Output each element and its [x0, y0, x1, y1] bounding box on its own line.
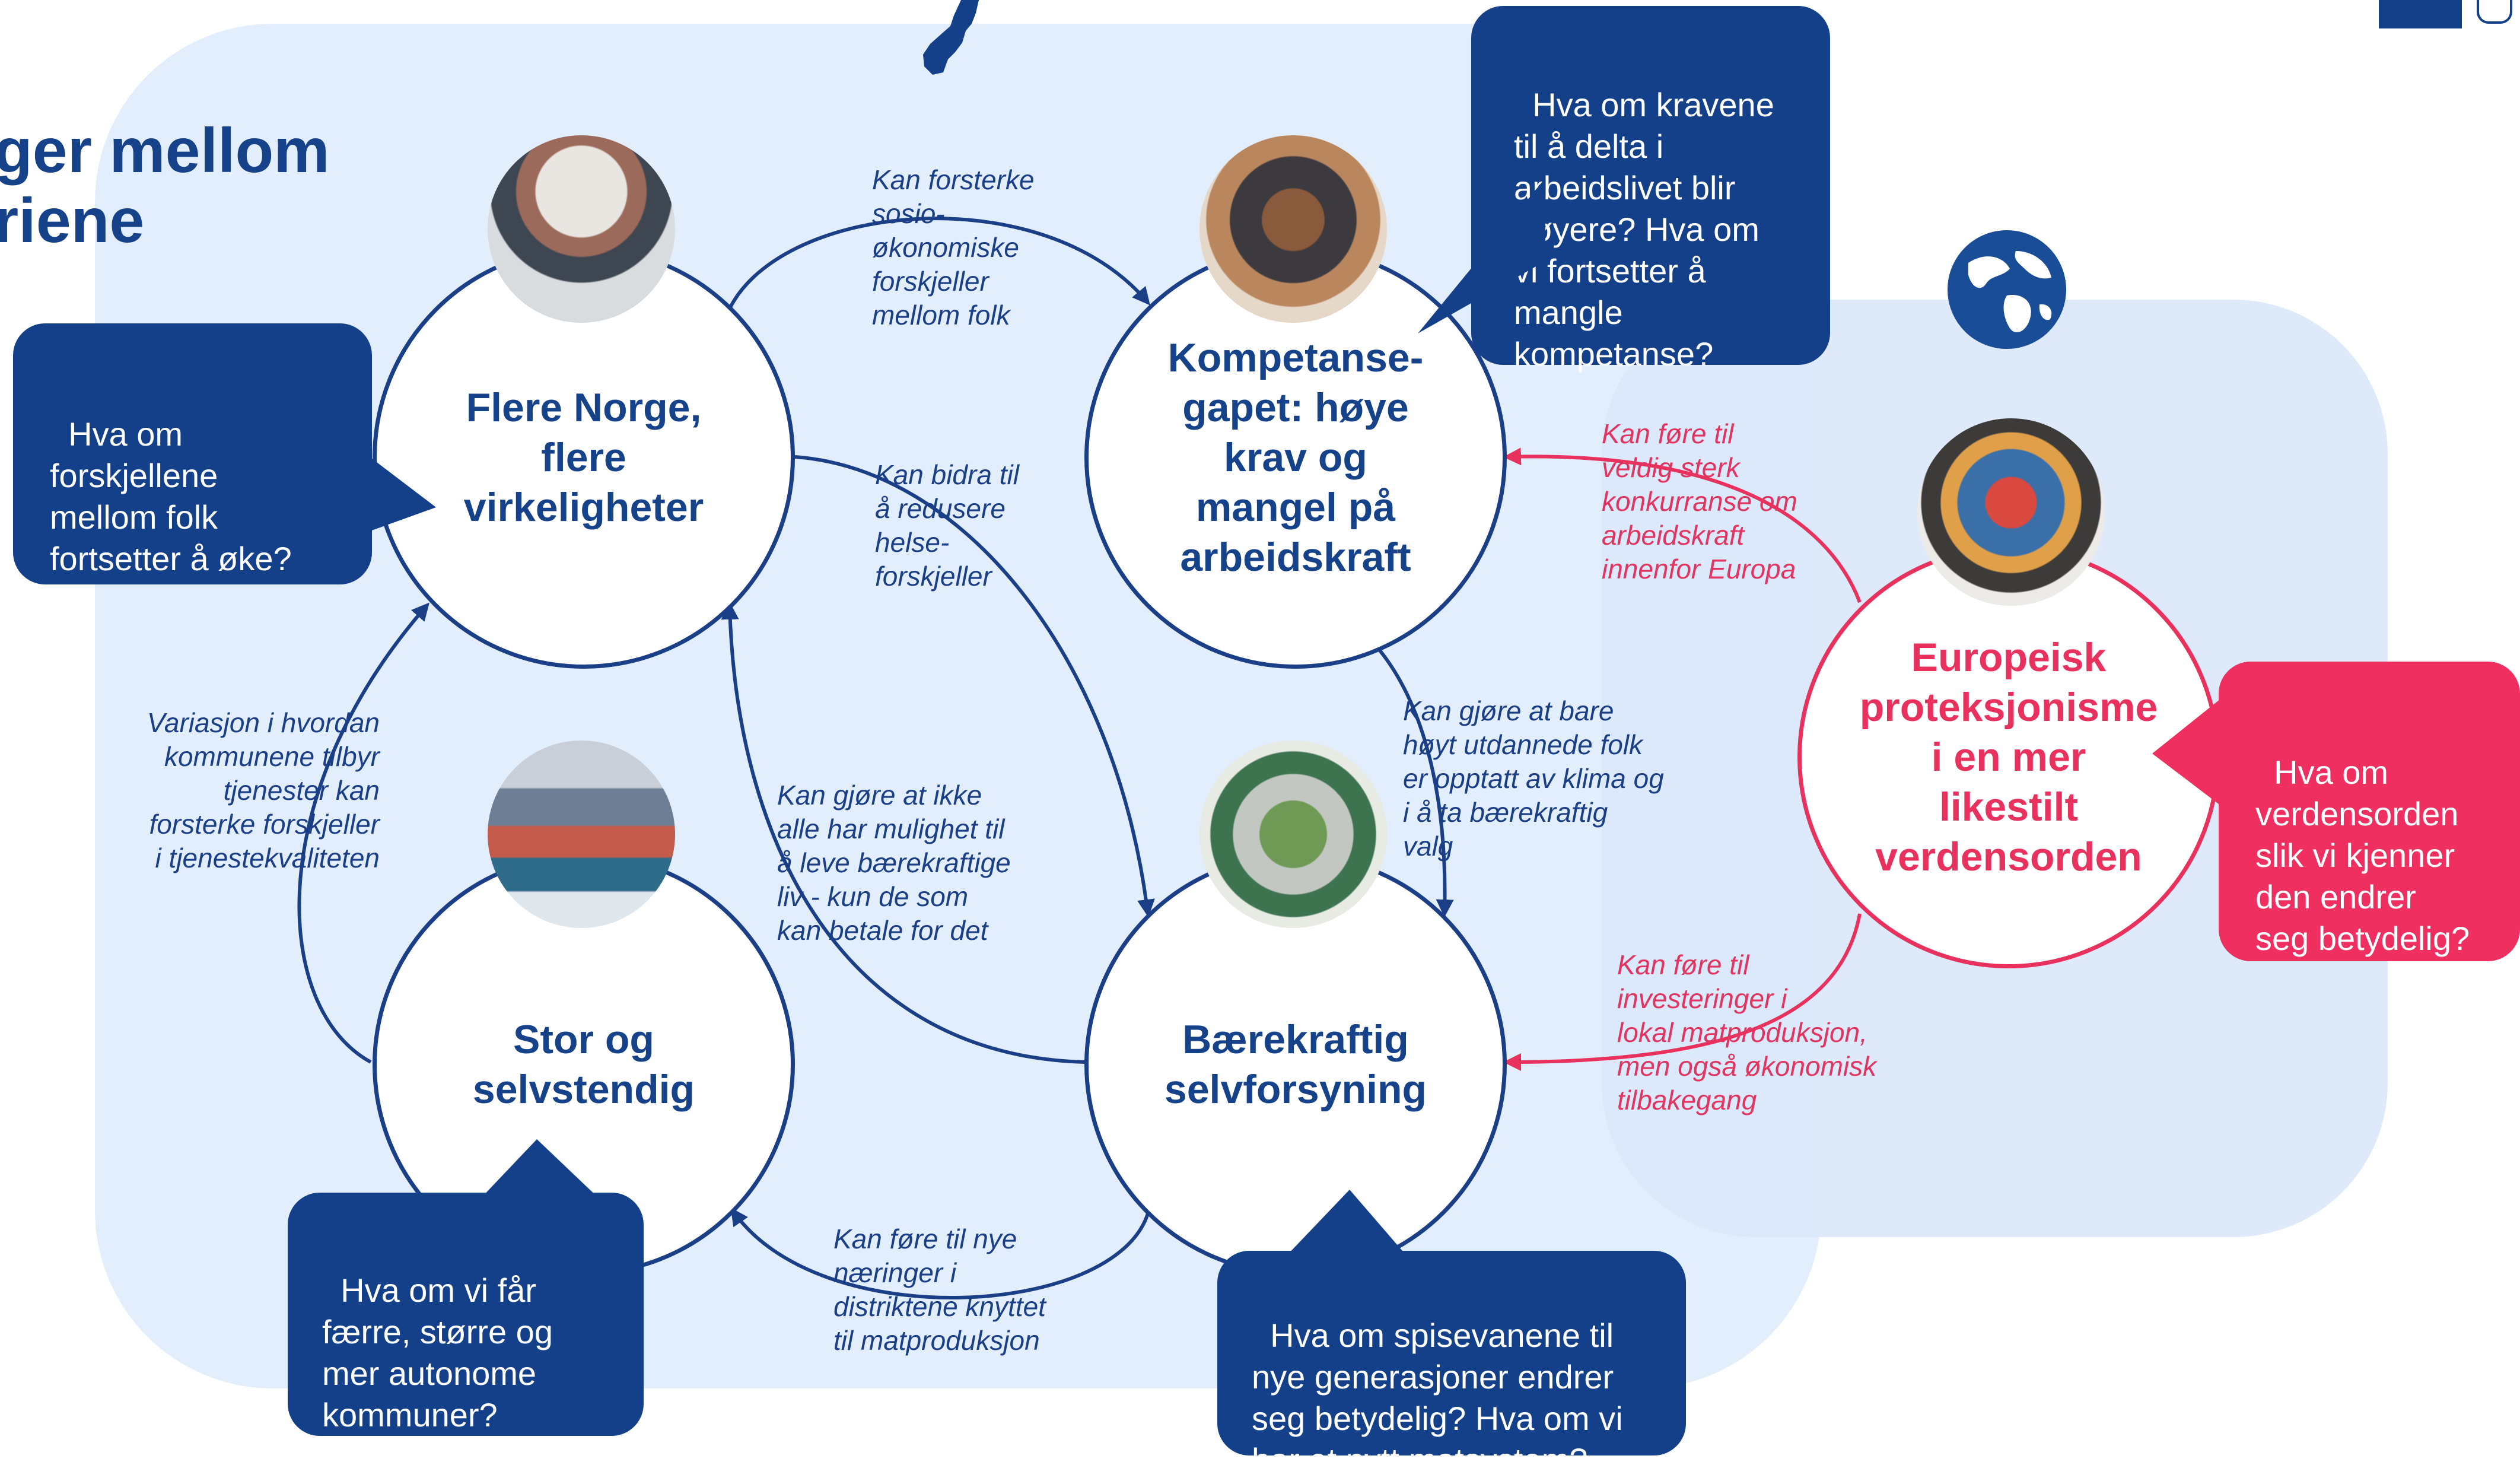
- bubble-tail-kommuner: [481, 1139, 599, 1199]
- globe-icon: [1948, 230, 2066, 349]
- question-verdensorden: Hva om verdensorden slik vi kjenner den …: [2219, 662, 2520, 961]
- bubble-tail-kravene: [1418, 178, 1545, 333]
- edge-stor-to-flere: [297, 602, 429, 1064]
- bubble-tail-verdensorden: [2152, 694, 2226, 810]
- edge-baerekraftig-to-stor: [730, 1207, 1150, 1300]
- label-utdannede: Kan gjøre at bare høyt utdannede folk er…: [1403, 695, 1664, 862]
- norway-map-icon: [923, 0, 979, 75]
- question-spisevanene-text: Hva om spisevanene til nye generasjoner …: [1252, 1317, 1623, 1479]
- photo-city-harbour: [488, 740, 675, 928]
- label-sosio: Kan forsterke sosio- økonomiske forskjel…: [872, 164, 1035, 330]
- edge-europeisk-to-kompetanse: [1503, 447, 1862, 603]
- label-betale: Kan gjøre at ikke alle har mulighet til …: [777, 780, 1011, 946]
- logo-icon: [2379, 0, 2462, 28]
- label-helse: Kan bidra til å redusere helse- forskjel…: [875, 459, 1019, 592]
- photo-office-workers: [1199, 135, 1387, 323]
- label-variasjon: Variasjon i hvordan kommunene tilbyr tje…: [147, 707, 380, 873]
- photo-village-crowd: [488, 135, 675, 323]
- question-spisevanene: Hva om spisevanene til nye generasjoner …: [1217, 1251, 1686, 1479]
- scenario-baerekraftig-label: Bærekraftig selvforsyning: [1164, 1017, 1427, 1112]
- question-forskjeller-text: Hva om forskjellene mellom folk fortsett…: [50, 415, 292, 577]
- edge-flere-to-baerekraftig: [794, 455, 1155, 917]
- question-forskjeller: Hva om forskjellene mellom folk fortsett…: [13, 323, 372, 584]
- scenario-europeisk-label: Europeisk proteksjonisme i en mer likest…: [1859, 635, 2158, 879]
- scenario-flere-norge-label: Flere Norge, flere virkeligheter: [463, 385, 704, 530]
- question-kravene-text: Hva om kravene til å delta i arbeidslive…: [1514, 86, 1774, 373]
- question-verdensorden-text: Hva om verdensorden slik vi kjenner den …: [2255, 754, 2470, 957]
- page-title: ger mellom riene: [0, 116, 330, 256]
- scenario-europeisk-proteksjonisme[interactable]: Europeisk proteksjonisme i en mer likest…: [1797, 546, 2220, 968]
- edge-europeisk-to-baerekraftig: [1503, 913, 1862, 1071]
- photo-world-map-meeting: [1917, 418, 2105, 606]
- label-konkurranse: Kan føre til veldig sterk konkurranse om…: [1602, 418, 1797, 584]
- question-kommuner: Hva om vi får færre, større og mer auton…: [288, 1193, 644, 1436]
- scenario-stor-og-selvstendig-label: Stor og selvstendig: [472, 1017, 695, 1112]
- bubble-tail-forskjeller: [362, 451, 436, 534]
- photo-vertical-farm: [1199, 740, 1387, 928]
- label-matproduksjon: Kan føre til investeringer i lokal matpr…: [1617, 949, 1877, 1115]
- logo-emblem-icon: [2477, 0, 2512, 24]
- edge-kompetanse-to-baerekraftig: [1377, 649, 1454, 917]
- edge-baerekraftig-to-flere: [721, 602, 1086, 1064]
- scenario-kompetansegapet-label: Kompetanse- gapet: høye krav og mangel p…: [1167, 335, 1424, 580]
- edge-flere-to-kompetanse: [728, 217, 1150, 310]
- bubble-tail-spisevanene: [1287, 1190, 1406, 1255]
- label-naeringer: Kan føre til nye næringer i distriktene …: [833, 1223, 1046, 1356]
- question-kommuner-text: Hva om vi får færre, større og mer auton…: [322, 1272, 553, 1434]
